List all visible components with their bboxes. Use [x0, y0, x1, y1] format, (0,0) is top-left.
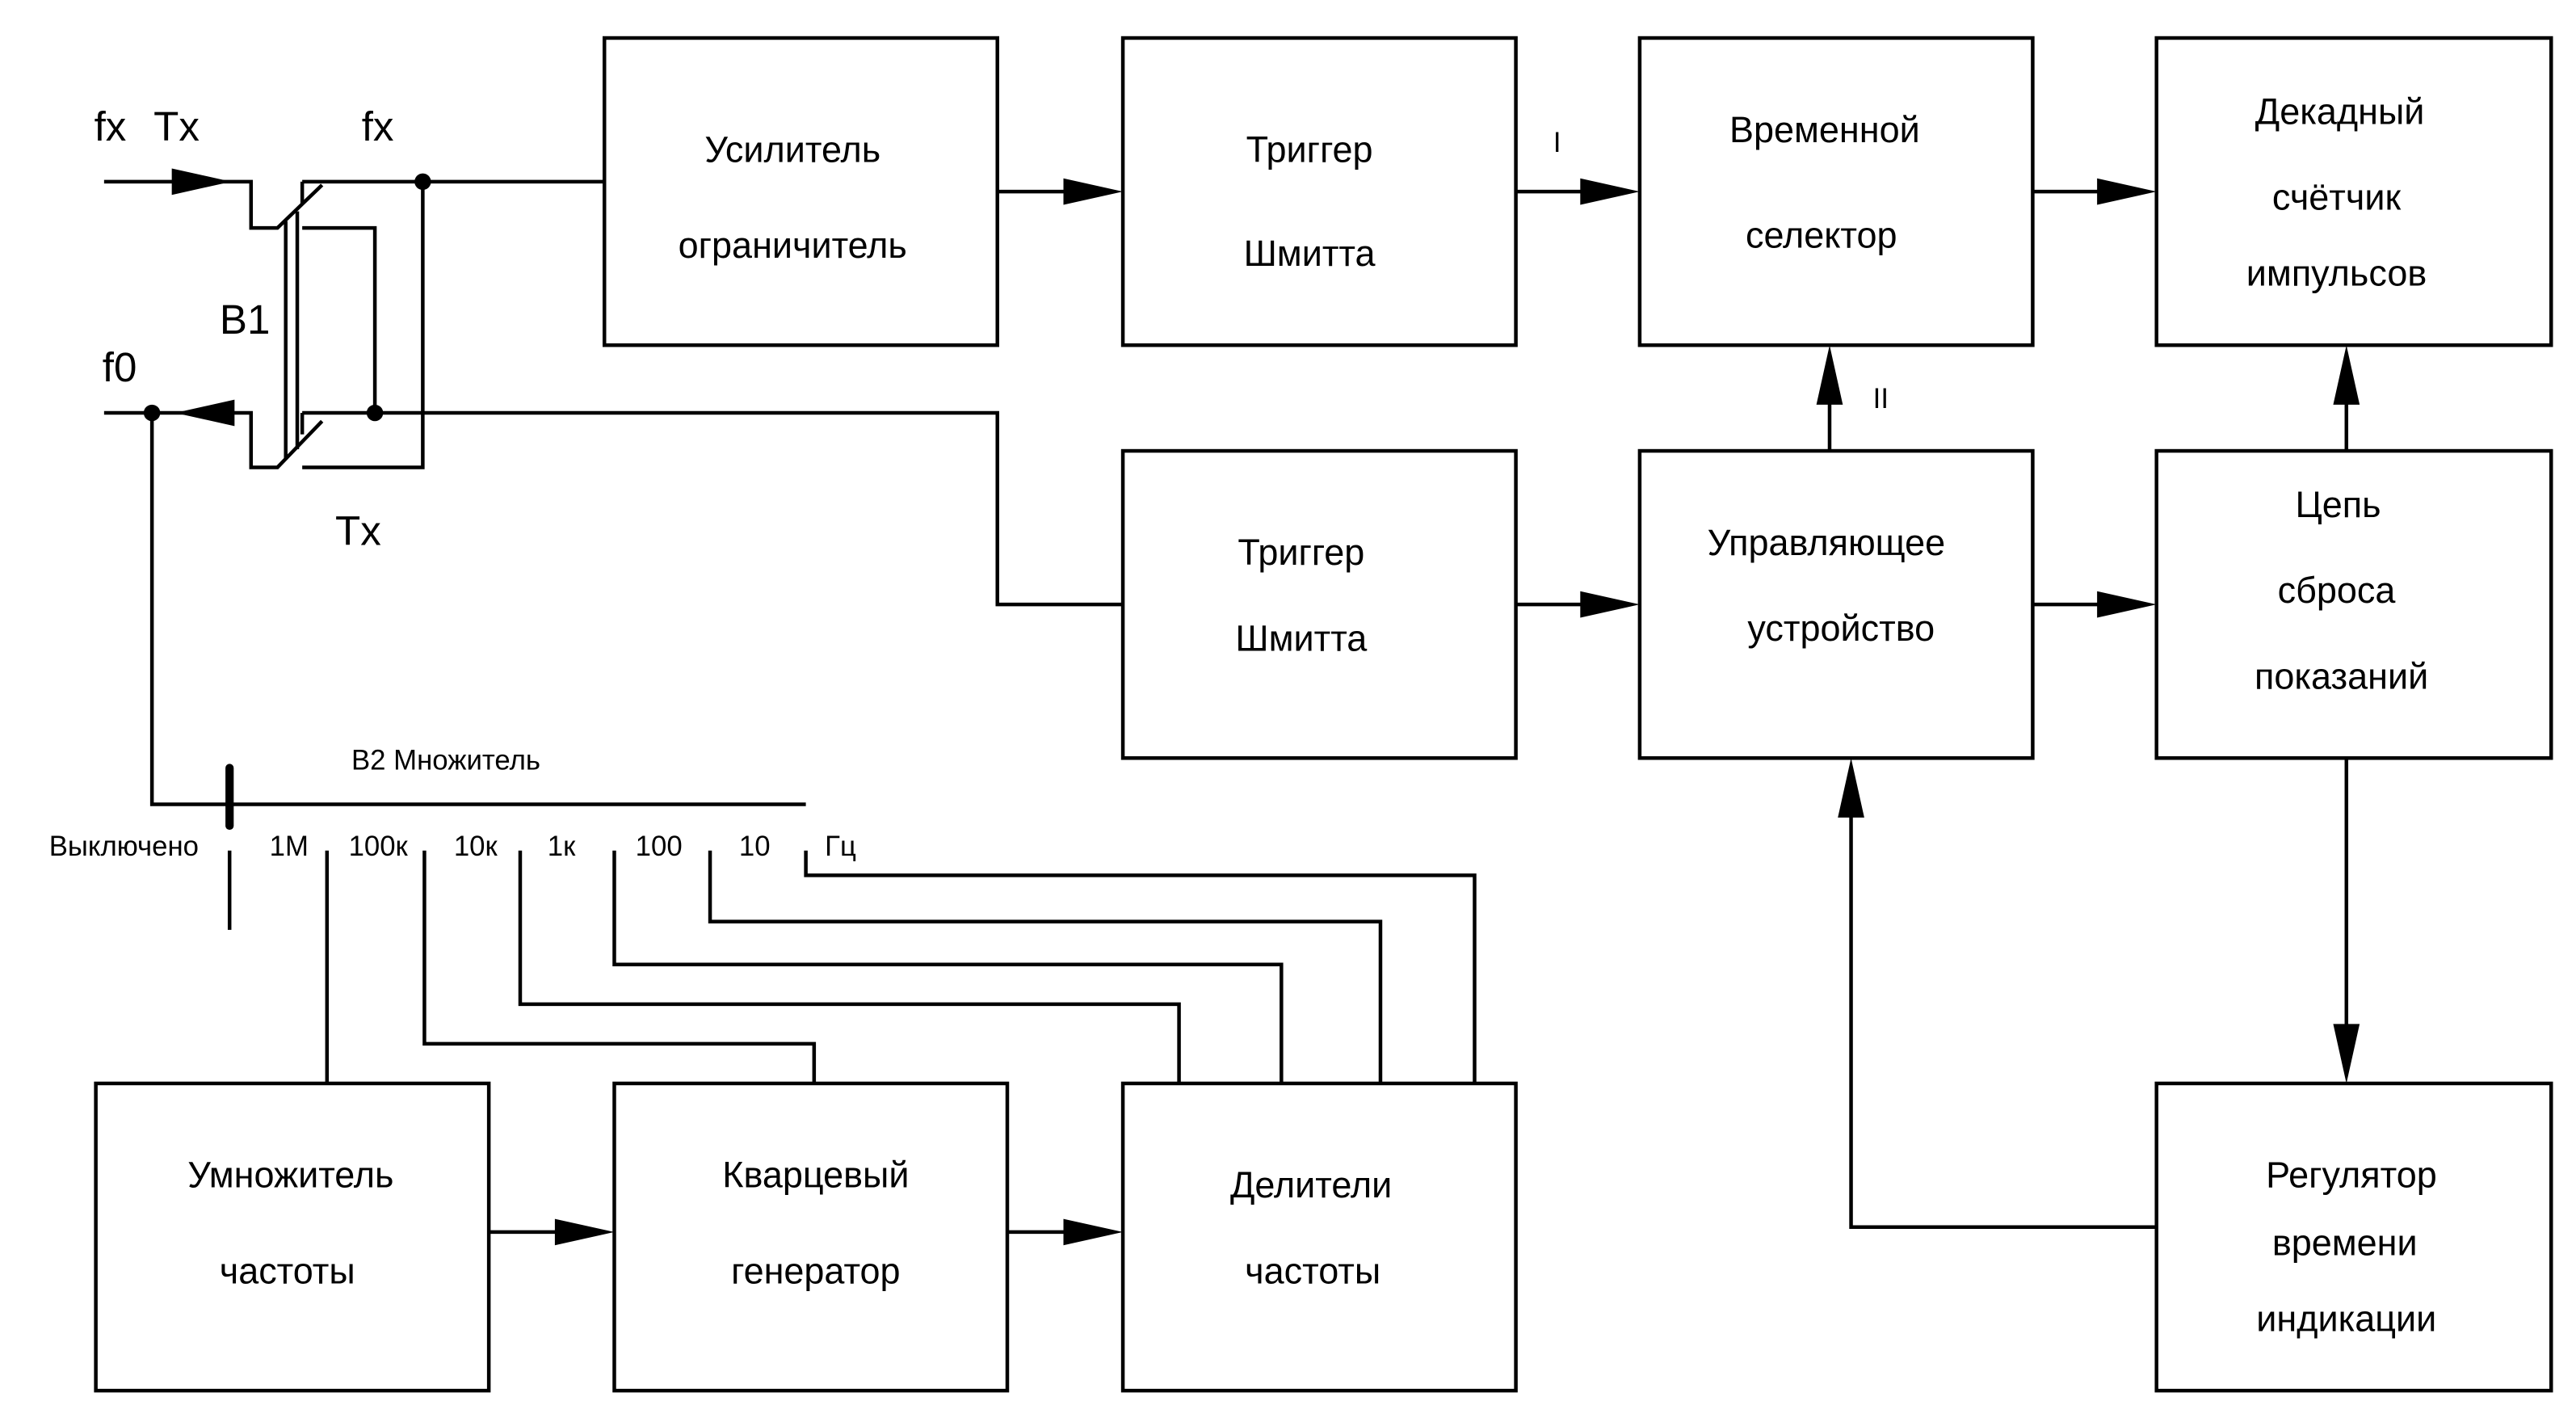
block-text: Временной: [1729, 109, 1920, 150]
block-text: времени: [2272, 1222, 2418, 1264]
block-text: Триггер: [1246, 128, 1373, 170]
b2-position: 10к: [454, 831, 498, 862]
b2-position: 1M: [270, 831, 309, 862]
block-text: Усилитель: [704, 128, 880, 170]
block-schmitt-trigger-1: Триггер Шмитта: [1120, 36, 1518, 347]
block-text: Декадный: [2255, 90, 2425, 132]
b2-position: 10: [739, 831, 771, 862]
b2-position: Выключено: [49, 831, 199, 862]
block-text: Цепь: [2296, 484, 2381, 525]
block-text: Шмитта: [1235, 617, 1368, 658]
switch-b2: B2 Множитель Выключено 1M 100к 10к 1к 10…: [49, 413, 1477, 1083]
block-display-time-regulator: Регулятор времени индикации: [2154, 1081, 2553, 1393]
block-text: Умножитель: [187, 1155, 393, 1196]
block-text: Регулятор: [2266, 1155, 2437, 1196]
block-frequency-multiplier: Умножитель частоты: [94, 1081, 491, 1393]
connections: I II: [489, 128, 2360, 1246]
block-text: Кварцевый: [722, 1155, 909, 1196]
block-text: Управляющее: [1708, 522, 1946, 563]
block-text: сброса: [2278, 570, 2397, 611]
block-time-selector: Временной селектор: [1637, 36, 2035, 347]
block-crystal-oscillator: Кварцевый генератор: [612, 1081, 1010, 1393]
signal-label-ii: II: [1873, 384, 1889, 414]
block-text: счётчик: [2272, 177, 2402, 218]
label-fx-out: fx: [362, 103, 394, 149]
block-text: Делители: [1230, 1164, 1392, 1205]
block-reset-circuit: Цепь сброса показаний: [2154, 448, 2553, 760]
label-f0: f0: [103, 344, 137, 390]
label-fx-in: fx: [95, 103, 127, 149]
block-text: показаний: [2255, 655, 2428, 696]
block-text: Шмитта: [1244, 233, 1376, 274]
block-text: частоты: [220, 1250, 355, 1291]
b2-position: Гц: [825, 831, 856, 862]
b2-position: 1к: [548, 831, 576, 862]
label-tx-out: Tx: [335, 508, 381, 554]
block-text: ограничитель: [679, 225, 907, 266]
b2-title: B2 Множитель: [351, 746, 540, 776]
block-schmitt-trigger-2: Триггер Шмитта: [1120, 448, 1518, 760]
block-amplifier: Усилитель ограничитель: [602, 36, 999, 347]
block-control-unit: Управляющее устройство: [1637, 448, 2035, 760]
block-decade-counter: Декадный счётчик импульсов: [2154, 36, 2553, 347]
block-text: селектор: [1746, 215, 1897, 256]
block-text: генератор: [731, 1250, 900, 1291]
label-tx-in: Tx: [153, 103, 200, 149]
block-text: импульсов: [2246, 253, 2427, 294]
signal-label-i: I: [1553, 128, 1561, 158]
block-text: Триггер: [1238, 532, 1364, 573]
block-text: устройство: [1747, 608, 1935, 649]
b2-position: 100к: [349, 831, 409, 862]
block-frequency-dividers: Делители частоты: [1120, 1081, 1518, 1393]
b2-position: 100: [636, 831, 683, 862]
switch-b1: fx Tx fx B1 f0 Tx: [95, 103, 1124, 607]
label-b1: B1: [220, 297, 271, 343]
block-text: индикации: [2256, 1298, 2436, 1340]
block-text: частоты: [1245, 1250, 1380, 1291]
